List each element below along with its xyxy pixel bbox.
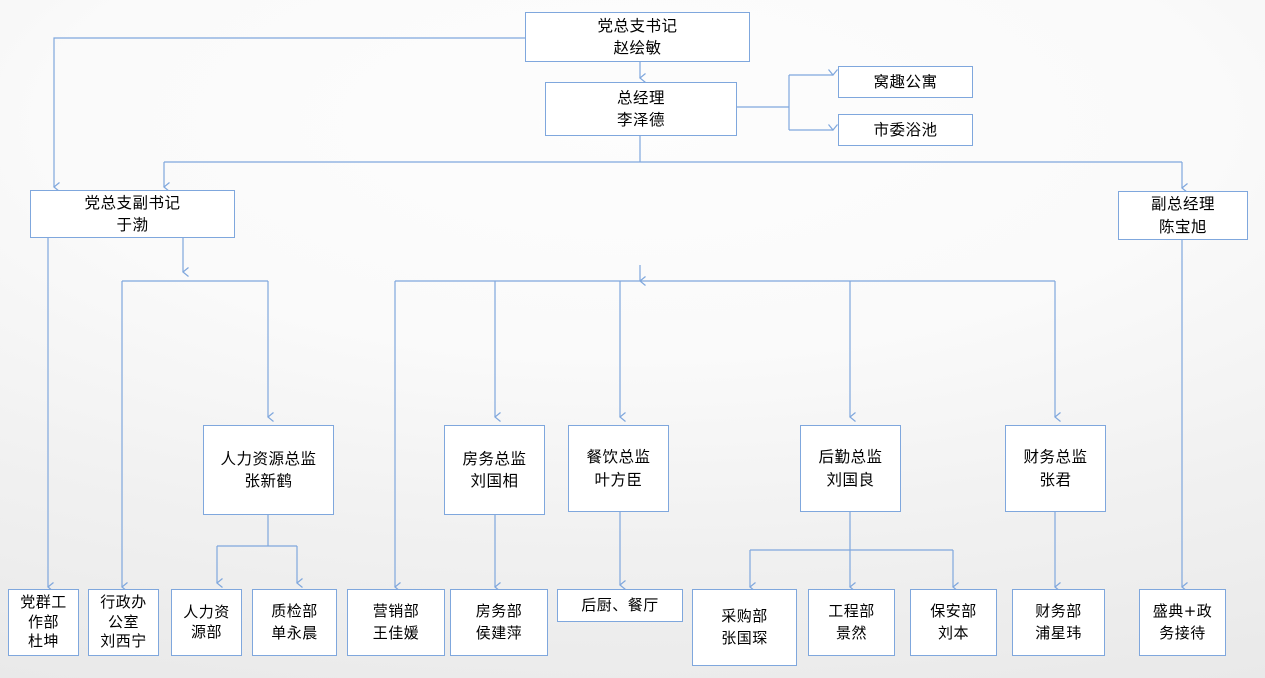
- node-person: 张君: [1039, 470, 1072, 489]
- node-rooms-dept[interactable]: 房务部 侯建萍: [450, 589, 548, 656]
- node-person: 陈宝旭: [1158, 217, 1207, 236]
- node-title-line2: 作部: [27, 612, 59, 631]
- node-person: 浦星玮: [1035, 623, 1082, 642]
- node-engineering-dept[interactable]: 工程部 景然: [808, 589, 895, 656]
- node-person: 刘国良: [826, 470, 875, 489]
- node-admin-office[interactable]: 行政办 公室 刘西宁: [88, 589, 159, 656]
- node-person: 王佳媛: [372, 623, 420, 642]
- node-person: 杜坤: [27, 632, 59, 651]
- node-qc-dept[interactable]: 质检部 单永晨: [252, 589, 337, 656]
- node-deputy-party-secretary[interactable]: 党总支副书记 于渤: [30, 190, 235, 238]
- node-person: 张新鹤: [244, 472, 293, 490]
- node-title: 房务部: [475, 601, 523, 620]
- node-title-line1: 行政办: [100, 592, 147, 611]
- node-party-mass-dept[interactable]: 党群工 作部 杜坤: [8, 589, 79, 656]
- node-title: 保安部: [930, 601, 977, 620]
- node-title: 工程部: [828, 601, 875, 620]
- node-title-line2: 源部: [190, 622, 222, 641]
- node-purchasing-dept[interactable]: 采购部 张国琛: [692, 589, 797, 666]
- node-title-line1: 盛典+政: [1152, 601, 1213, 620]
- node-title-line2: 务接待: [1159, 623, 1206, 642]
- node-person: 刘西宁: [100, 632, 147, 651]
- node-person: 于渤: [116, 216, 149, 234]
- node-ceremony-government-affairs[interactable]: 盛典+政 务接待: [1139, 589, 1226, 656]
- node-hr-director[interactable]: 人力资源总监 张新鹤: [203, 425, 334, 515]
- node-security-dept[interactable]: 保安部 刘本: [910, 589, 997, 656]
- node-city-bathhouse[interactable]: 市委浴池: [838, 114, 973, 146]
- node-title: 财务部: [1035, 601, 1082, 620]
- node-person: 赵绘敏: [613, 39, 662, 57]
- node-title: 营销部: [372, 601, 420, 620]
- node-person: 张国琛: [721, 628, 768, 647]
- node-general-manager[interactable]: 总经理 李泽德: [545, 82, 737, 136]
- node-title: 后厨、餐厅: [581, 595, 659, 614]
- node-title: 人力资源总监: [220, 449, 317, 468]
- node-title: 餐饮总监: [586, 448, 651, 467]
- node-title: 总经理: [616, 88, 665, 107]
- node-title: 党总支副书记: [84, 193, 181, 212]
- node-title: 房务总监: [462, 449, 527, 468]
- node-title: 市委浴池: [873, 120, 938, 139]
- node-finance-dept[interactable]: 财务部 浦星玮: [1012, 589, 1105, 656]
- node-title-line1: 党群工: [20, 592, 67, 611]
- node-title: 窝趣公寓: [873, 72, 938, 91]
- node-title: 副总经理: [1150, 195, 1215, 214]
- node-kitchen-restaurant[interactable]: 后厨、餐厅: [557, 589, 683, 622]
- node-title-line1: 人力资: [183, 602, 230, 621]
- node-deputy-general-manager[interactable]: 副总经理 陈宝旭: [1118, 191, 1248, 240]
- node-finance-director[interactable]: 财务总监 张君: [1005, 425, 1106, 512]
- node-person: 侯建萍: [475, 623, 523, 642]
- node-rooms-director[interactable]: 房务总监 刘国相: [444, 425, 545, 515]
- node-title: 质检部: [271, 601, 318, 620]
- node-person: 叶方臣: [594, 470, 643, 489]
- node-person: 景然: [835, 623, 867, 642]
- node-title: 采购部: [721, 606, 768, 625]
- node-logistics-director[interactable]: 后勤总监 刘国良: [800, 425, 901, 512]
- node-marketing-dept[interactable]: 营销部 王佳媛: [347, 589, 445, 656]
- node-hr-dept[interactable]: 人力资 源部: [171, 589, 242, 656]
- node-party-secretary[interactable]: 党总支书记 赵绘敏: [525, 12, 750, 62]
- node-person: 李泽德: [616, 111, 665, 129]
- node-person: 刘本: [937, 623, 969, 642]
- node-title-line2: 公室: [107, 612, 139, 631]
- node-title: 财务总监: [1023, 448, 1088, 467]
- node-person: 刘国相: [470, 472, 519, 490]
- node-fnb-director[interactable]: 餐饮总监 叶方臣: [568, 425, 669, 512]
- node-woqu-apartment[interactable]: 窝趣公寓: [838, 66, 973, 98]
- node-person: 单永晨: [271, 623, 318, 642]
- node-title: 党总支书记: [597, 16, 678, 35]
- node-title: 后勤总监: [818, 448, 883, 467]
